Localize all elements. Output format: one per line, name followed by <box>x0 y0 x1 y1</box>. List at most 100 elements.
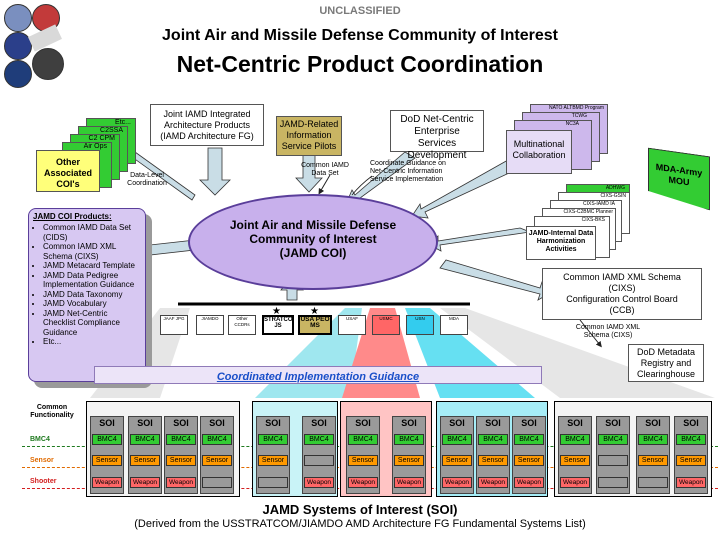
soi-bmc4: BMC4 <box>394 434 424 445</box>
coi-tab-etc-label: Etc... <box>115 119 131 126</box>
cixs-gsin-label: CIXS-GSIN <box>600 193 626 199</box>
ccb-line2: (CIXS) <box>608 283 636 293</box>
soi-bmc4: BMC4 <box>304 434 334 445</box>
soi-label: SOI <box>137 418 153 428</box>
info-service-pilots-box: JAMD-Related Information Service Pilots <box>276 116 342 156</box>
soi-label: SOI <box>645 418 661 428</box>
soi-bmc4: BMC4 <box>676 434 706 445</box>
soi-sensor: Sensor <box>92 455 122 466</box>
product-item: JAMD Data Taxonomy <box>43 290 141 300</box>
soi-label: SOI <box>521 418 537 428</box>
soi-sensor: Sensor <box>442 455 472 466</box>
nc3a-label: NC3A <box>565 121 579 127</box>
jamd-coi-line1: Joint Air and Missile Defense <box>229 218 397 232</box>
soi-label: SOI <box>311 418 327 428</box>
soi-sensor: Sensor <box>478 455 508 466</box>
bmc4-row-label: BMC4 <box>30 436 50 443</box>
product-item: JAMD Metacard Template <box>43 261 141 271</box>
nato-altbmd-label: NATO ALTBMD Program <box>548 105 604 111</box>
soi-bmc4: BMC4 <box>166 434 196 445</box>
data-harmonization-box: JAMD-Internal Data Harmonization Activit… <box>526 226 596 260</box>
soi-weapon: Weapon <box>560 477 590 488</box>
soi-sensor: Sensor <box>348 455 378 466</box>
coordinated-guidance-label: Coordinated Implementation Guidance <box>216 371 420 383</box>
jamd-coi-line2: Community of Interest <box>249 232 377 246</box>
page-subtitle: Net-Centric Product Coordination <box>176 51 544 77</box>
architecture-products-box: Joint IAMD Integrated Architecture Produ… <box>150 104 264 146</box>
partner-usn: USN <box>406 315 434 335</box>
dod-net-centric-box: DoD Net-Centric Enterprise Services Deve… <box>390 110 484 161</box>
jamd-coi-ellipse: Joint Air and Missile Defense Community … <box>188 194 438 290</box>
soi-weapon: Weapon <box>348 477 378 488</box>
soi-bmc4: BMC4 <box>638 434 668 445</box>
partner-jaaf: JAAF JPG <box>160 315 188 335</box>
ccb-line1: Common IAMD XML Schema <box>563 272 681 282</box>
soi-sensor <box>598 455 628 466</box>
jamd-coi-line3: (JAMD COI) <box>279 246 347 260</box>
soi-sensor: Sensor <box>202 455 232 466</box>
soi-sensor: Sensor <box>514 455 544 466</box>
star-icon: ★ <box>310 306 319 317</box>
partner-usa-peo: USA PEO MS <box>298 315 332 335</box>
other-cois-label: Other Associated COI's <box>43 157 93 189</box>
dod-seals-logo <box>2 2 82 94</box>
multinational-label: Multinational Collaboration <box>512 139 566 160</box>
coi-tab-airops-label: Air Ops <box>83 143 107 150</box>
product-item: Common IAMD Data Set (CIDS) <box>43 223 141 242</box>
product-item: JAMD Net-Centric Checklist Compliance Gu… <box>43 309 141 338</box>
ccb-box: Common IAMD XML Schema (CIXS) Configurat… <box>542 268 702 320</box>
soi-sensor: Sensor <box>560 455 590 466</box>
coi-tab-c2cpm-label: C2 CPM <box>88 135 115 142</box>
soi-bmc4: BMC4 <box>130 434 160 445</box>
soi-bmc4: BMC4 <box>92 434 122 445</box>
soi-subtitle: (Derived from the USSTRATCOM/JIAMDO AMD … <box>134 518 586 530</box>
soi-weapon <box>638 477 668 488</box>
soi-label: SOI <box>355 418 371 428</box>
soi-weapon <box>258 477 288 488</box>
soi-bmc4: BMC4 <box>348 434 378 445</box>
adhwg-label: ADHWG <box>605 185 625 191</box>
partner-mda: MDA <box>440 315 468 335</box>
cixs-bks-label: CIXS-BKS <box>581 217 605 223</box>
data-level-coordination-label: Data-Level Coordination <box>127 172 167 187</box>
products-heading: JAMD COI Products: <box>33 212 112 221</box>
soi-weapon <box>598 477 628 488</box>
product-item: Etc... <box>43 337 141 347</box>
soi-bmc4: BMC4 <box>514 434 544 445</box>
soi-bmc4: BMC4 <box>560 434 590 445</box>
ccb-line4: (CCB) <box>609 305 635 315</box>
coi-tab-c2ssa-label: C2SSA <box>100 127 123 134</box>
product-item: JAMD Data Pedigree Implementation Guidan… <box>43 271 141 290</box>
mda-army-label: MDA-Army MOU <box>655 161 703 188</box>
soi-weapon: Weapon <box>478 477 508 488</box>
soi-sensor <box>304 455 334 466</box>
coordinated-guidance-banner: Coordinated Implementation Guidance <box>94 366 542 384</box>
soi-label: SOI <box>567 418 583 428</box>
soi-sensor: Sensor <box>166 455 196 466</box>
soi-sensor: Sensor <box>394 455 424 466</box>
soi-bmc4: BMC4 <box>258 434 288 445</box>
coordinate-guidance-label: Coordinate Guidance on Net-Centric Infor… <box>370 160 446 183</box>
soi-label: SOI <box>209 418 225 428</box>
cixs-c2bmc-label: CIXS-C2BMC Planner <box>563 209 613 215</box>
soi-weapon <box>202 477 232 488</box>
partner-other-ccdrs: Other CCDRs <box>228 315 256 335</box>
partner-jiamdo: JIAMDO <box>196 315 224 335</box>
soi-sensor: Sensor <box>258 455 288 466</box>
soi-title: JAMD Systems of Interest (SOI) <box>262 502 458 517</box>
cixs-iamd-label: CIXS-IAMD IA <box>583 201 615 207</box>
common-data-set-label: Common IAMD Data Set <box>301 162 349 177</box>
soi-weapon: Weapon <box>676 477 706 488</box>
partner-stratcom: STRATCOM JS <box>262 315 294 335</box>
soi-label: SOI <box>449 418 465 428</box>
soi-weapon: Weapon <box>166 477 196 488</box>
other-associated-cois: Other Associated COI's <box>36 150 100 192</box>
soi-bmc4: BMC4 <box>478 434 508 445</box>
soi-label: SOI <box>683 418 699 428</box>
products-list: Common IAMD Data Set (CIDS) Common IAMD … <box>33 223 141 347</box>
soi-bmc4: BMC4 <box>442 434 472 445</box>
ccb-line3: Configuration Control Board <box>566 294 678 304</box>
soi-label: SOI <box>485 418 501 428</box>
partner-usaf: USAF <box>338 315 366 335</box>
soi-bmc4: BMC4 <box>202 434 232 445</box>
